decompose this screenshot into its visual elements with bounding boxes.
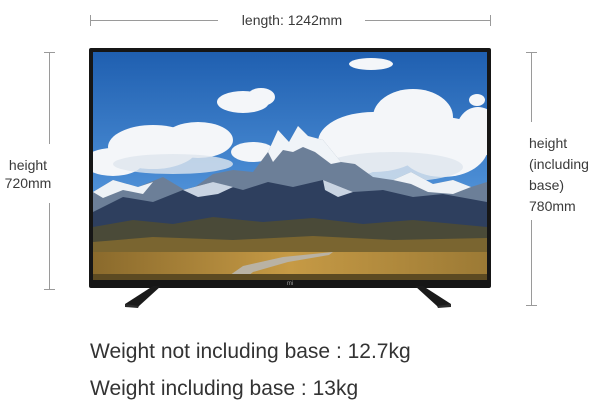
height-with-base-line-1: height [529, 135, 568, 151]
tv-stand-right [415, 286, 451, 308]
height-with-base-line-3: base) [529, 177, 565, 193]
height-label-word: height [8, 157, 48, 173]
height-bottom-tick [44, 289, 55, 290]
height-label-value: 720mm [4, 175, 52, 191]
length-right-tick [490, 15, 491, 26]
mi-logo: mi [286, 281, 294, 287]
height-label: height 720mm [0, 156, 56, 192]
height-with-base-label: height (including base) 780mm [529, 133, 600, 217]
height-dimension-line-bottom [49, 203, 50, 290]
height-with-base-bottom-tick [526, 305, 537, 306]
tv-frame: mi [89, 48, 491, 288]
height-with-base-line-2: (including [529, 156, 589, 172]
length-dimension-line-right [365, 20, 491, 21]
weight-with-base: Weight including base : 13kg [90, 377, 359, 400]
weight-without-base: Weight not including base : 12.7kg [90, 340, 411, 363]
height-with-base-line-4: 780mm [529, 198, 576, 214]
tv-screen [93, 52, 487, 280]
height-with-base-line-bottom [531, 220, 532, 306]
length-dimension-line-left [90, 20, 218, 21]
height-with-base-line-top [531, 52, 532, 122]
tv-stand-left [125, 286, 161, 308]
mountain-landscape-image [93, 52, 487, 280]
height-dimension-line-top [49, 52, 50, 144]
length-label: length: 1242mm [241, 12, 343, 28]
